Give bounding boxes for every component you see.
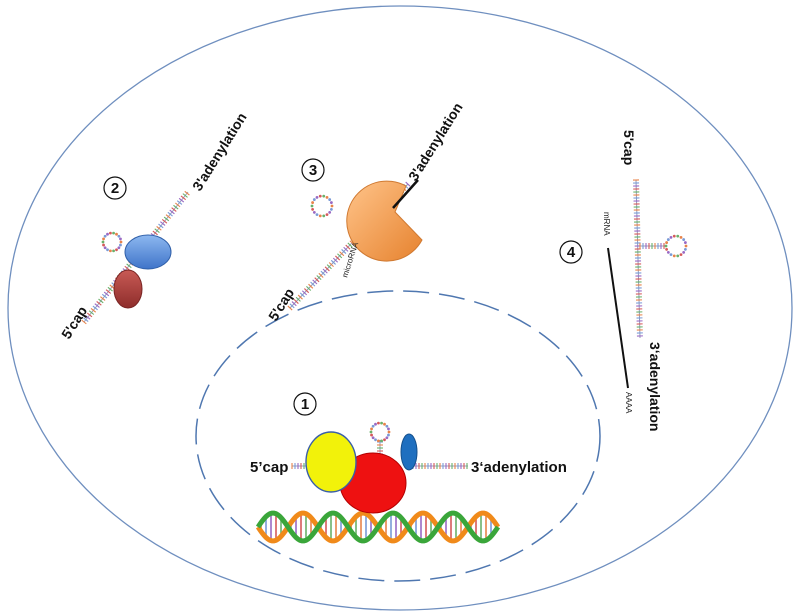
step-3-microrna-label: microRNA [340,241,360,279]
step-4-mrna-label: mRNA [602,212,611,236]
step-3-5cap-label: 5'cap [265,285,297,323]
step-2-3adenylation-label: 3'adenylation [189,110,250,194]
step-3-complex: 3 5'cap 3'adenylation microRNA [265,100,466,324]
step-1-number-circle [293,392,317,416]
step-1-mrna-right [409,463,468,469]
step-1-yellow-protein [305,431,357,493]
step-2-5cap-label: 5'cap [58,303,90,341]
step-4-hairpin-stem [639,243,665,249]
step-4-mrna-strand [632,179,643,339]
step-3-number-circle [301,158,325,182]
step-1-blue-protein [400,433,418,471]
step-4-mrna-line [607,247,629,389]
step-4-number-circle [559,240,583,264]
step-4-polya-label: AAAA [624,392,633,414]
step-1-3adenylation-label: 3‘adenylation [471,459,567,476]
step-2-blue-protein [124,234,172,270]
dna-helix [255,510,501,544]
step-4-number: 4 [567,244,576,261]
step-2-complex: 2 5'cap 3'adenylation [58,110,250,342]
step-4-complex: mRNA AAAA 4 5'cap 3‘adenylation [559,130,688,431]
step-1-complex: 1 5’cap 3‘adenylation [250,392,567,544]
cell-membrane [7,5,793,611]
step-1-hairpin [369,421,391,443]
step-3-3adenylation-label: 3'adenylation [405,100,466,184]
step-3-hairpin [310,194,334,218]
step-2-number-circle [103,176,127,200]
step-4-5cap-label: 5'cap [621,130,637,165]
nucleus-membrane [195,290,601,582]
step-1-number: 1 [301,396,309,413]
step-2-number: 2 [111,180,119,197]
step-3-number: 3 [309,162,317,179]
step-4-hairpin [664,234,688,258]
step-2-hairpin [101,231,123,253]
step-4-3adenylation-label: 3‘adenylation [647,342,663,431]
step-3-orange-protein [346,180,423,262]
step-1-5cap-label: 5’cap [250,459,288,476]
step-3-cleavage-line [392,179,419,209]
step-2-brown-protein [113,269,143,309]
